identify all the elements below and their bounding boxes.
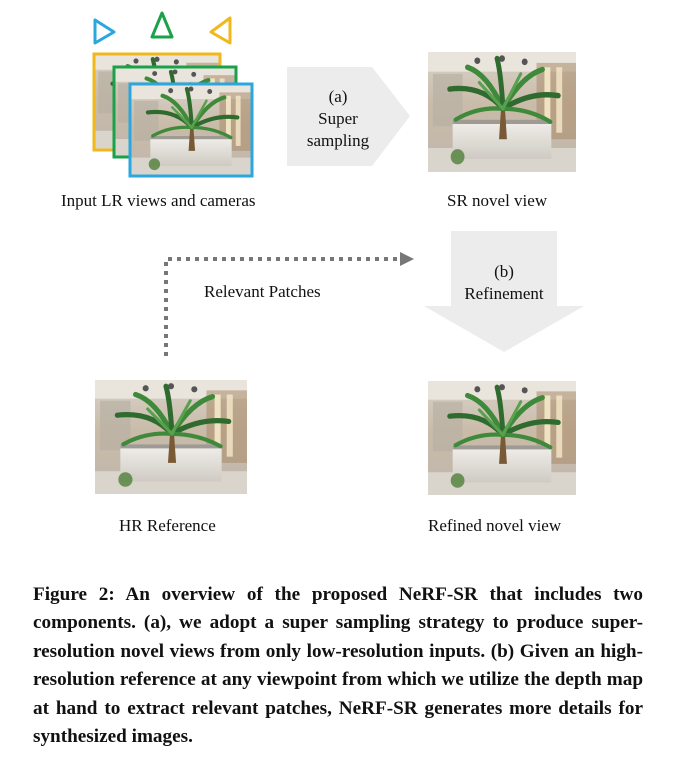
hr-reference-image — [95, 380, 247, 494]
figure-caption: Figure 2: An overview of the proposed Ne… — [33, 584, 643, 748]
input-lr-views — [92, 52, 254, 178]
refinement-step: (b) — [494, 262, 514, 281]
refinement-arrow — [424, 231, 584, 352]
sr-novel-view-label: SR novel view — [447, 191, 548, 210]
relevant-patches-label: Relevant Patches — [204, 282, 321, 301]
relevant-patches-arrowhead — [400, 252, 414, 266]
refined-novel-view-label: Refined novel view — [428, 516, 562, 535]
super-sampling-step: (a) — [328, 87, 348, 106]
super-sampling-word-1: Super — [318, 109, 358, 128]
cyan-camera-icon — [93, 18, 116, 45]
refinement-text: (b) Refinement — [449, 261, 559, 305]
input-views-label: Input LR views and cameras — [61, 191, 256, 210]
refined-novel-view-image — [428, 381, 576, 495]
refinement-word: Refinement — [464, 284, 544, 303]
camera-icons — [93, 11, 232, 45]
green-camera-icon — [150, 11, 174, 39]
super-sampling-text: (a) Super sampling — [292, 86, 384, 152]
super-sampling-word-2: sampling — [306, 131, 370, 150]
sr-novel-view-image — [428, 52, 576, 172]
hr-reference-label: HR Reference — [119, 516, 216, 535]
super-sampling-arrow — [287, 67, 410, 166]
overview-figure — [92, 11, 584, 560]
relevant-patches-path — [164, 257, 400, 356]
yellow-camera-icon — [209, 16, 232, 45]
